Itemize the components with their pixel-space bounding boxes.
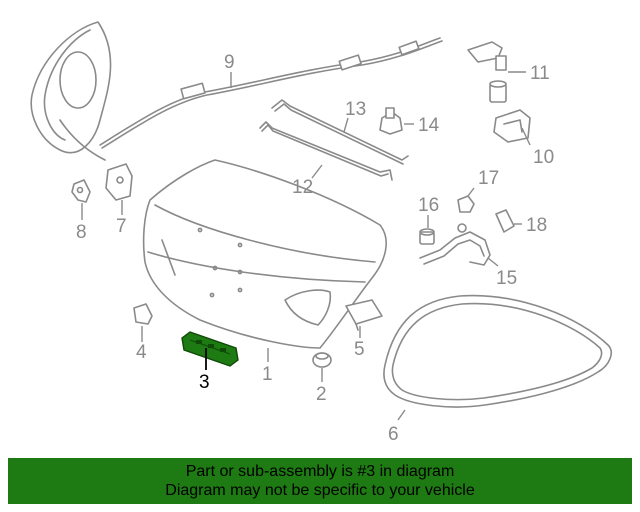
callout-3: 3 <box>199 372 210 393</box>
cover-part-18[interactable] <box>495 209 515 233</box>
clip-part-4[interactable] <box>133 303 153 325</box>
callout-15: 15 <box>496 268 517 289</box>
hinge-part-11[interactable] <box>467 41 507 103</box>
callout-11: 11 <box>530 63 550 84</box>
handle-part-3[interactable] <box>181 331 239 367</box>
callout-2: 2 <box>316 384 327 405</box>
torsion-bar-part-13[interactable] <box>271 99 409 165</box>
banner-line-2: Diagram may not be specific to your vehi… <box>165 482 475 499</box>
weatherstrip-part-6[interactable] <box>383 294 612 408</box>
parts-diagram: 9 13 14 11 10 12 7 8 16 17 18 15 4 5 2 1… <box>30 21 612 445</box>
bracket-part-7[interactable] <box>105 163 133 201</box>
garnish-part-5[interactable] <box>345 299 383 331</box>
bracket-part-14[interactable] <box>379 107 403 135</box>
callout-12: 12 <box>292 177 313 198</box>
callout-4: 4 <box>136 342 147 363</box>
bumper-part-16[interactable] <box>419 228 435 245</box>
callout-9: 9 <box>224 52 235 73</box>
callout-18: 18 <box>526 215 547 236</box>
callout-10: 10 <box>533 147 554 168</box>
callout-8: 8 <box>76 222 87 243</box>
callout-6: 6 <box>388 424 399 445</box>
callout-16: 16 <box>418 195 439 216</box>
bumper-part-2[interactable] <box>312 352 332 368</box>
trunk-lid-part-1[interactable] <box>142 159 387 349</box>
callout-17: 17 <box>478 168 499 189</box>
callout-13: 13 <box>345 99 366 120</box>
hinge-part-15[interactable] <box>419 223 491 266</box>
callout-7: 7 <box>116 216 127 237</box>
info-banner: Part or sub-assembly is #3 in diagram Di… <box>8 458 632 504</box>
bracket-part-8[interactable] <box>71 179 91 203</box>
callout-1: 1 <box>262 364 273 385</box>
callout-14: 14 <box>418 115 440 136</box>
release-cable-part-9[interactable] <box>30 21 443 161</box>
latch-part-10[interactable] <box>493 109 531 143</box>
bracket-part-17[interactable] <box>457 195 475 213</box>
torsion-bar-part-12[interactable] <box>259 121 393 181</box>
callout-5: 5 <box>354 339 365 360</box>
banner-line-1: Part or sub-assembly is #3 in diagram <box>185 463 455 480</box>
